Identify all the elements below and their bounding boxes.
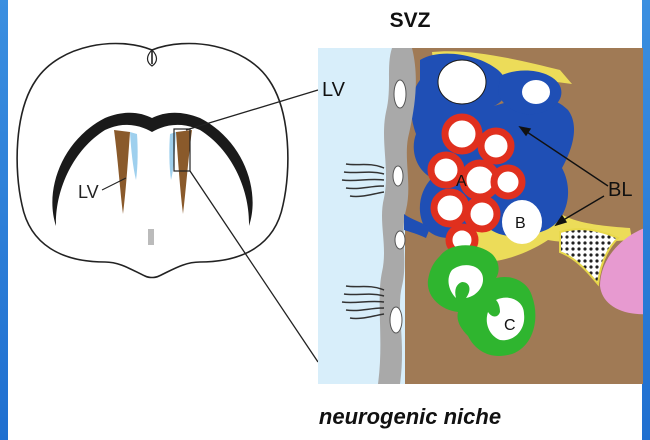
bl-label: BL bbox=[608, 179, 632, 201]
type-b-nucleus bbox=[438, 60, 486, 104]
cell-label-b: B bbox=[515, 215, 526, 232]
ependymal-nucleus bbox=[393, 166, 403, 186]
ependymal-nucleus bbox=[395, 231, 405, 249]
ependymal-nucleus bbox=[394, 80, 406, 108]
brain-section: LV bbox=[17, 43, 318, 362]
diagram-caption: neurogenic niche bbox=[0, 404, 650, 430]
niche-detail: LV BL A B C bbox=[318, 48, 650, 384]
third-ventricle-mark bbox=[148, 229, 154, 245]
cell-label-c: C bbox=[504, 317, 516, 334]
ependymal-nucleus bbox=[390, 307, 402, 333]
lv-label-brain: LV bbox=[78, 182, 99, 202]
type-b-nucleus bbox=[522, 80, 550, 104]
lv-label-niche: LV bbox=[322, 79, 346, 101]
cell-label-a: A bbox=[456, 173, 467, 190]
